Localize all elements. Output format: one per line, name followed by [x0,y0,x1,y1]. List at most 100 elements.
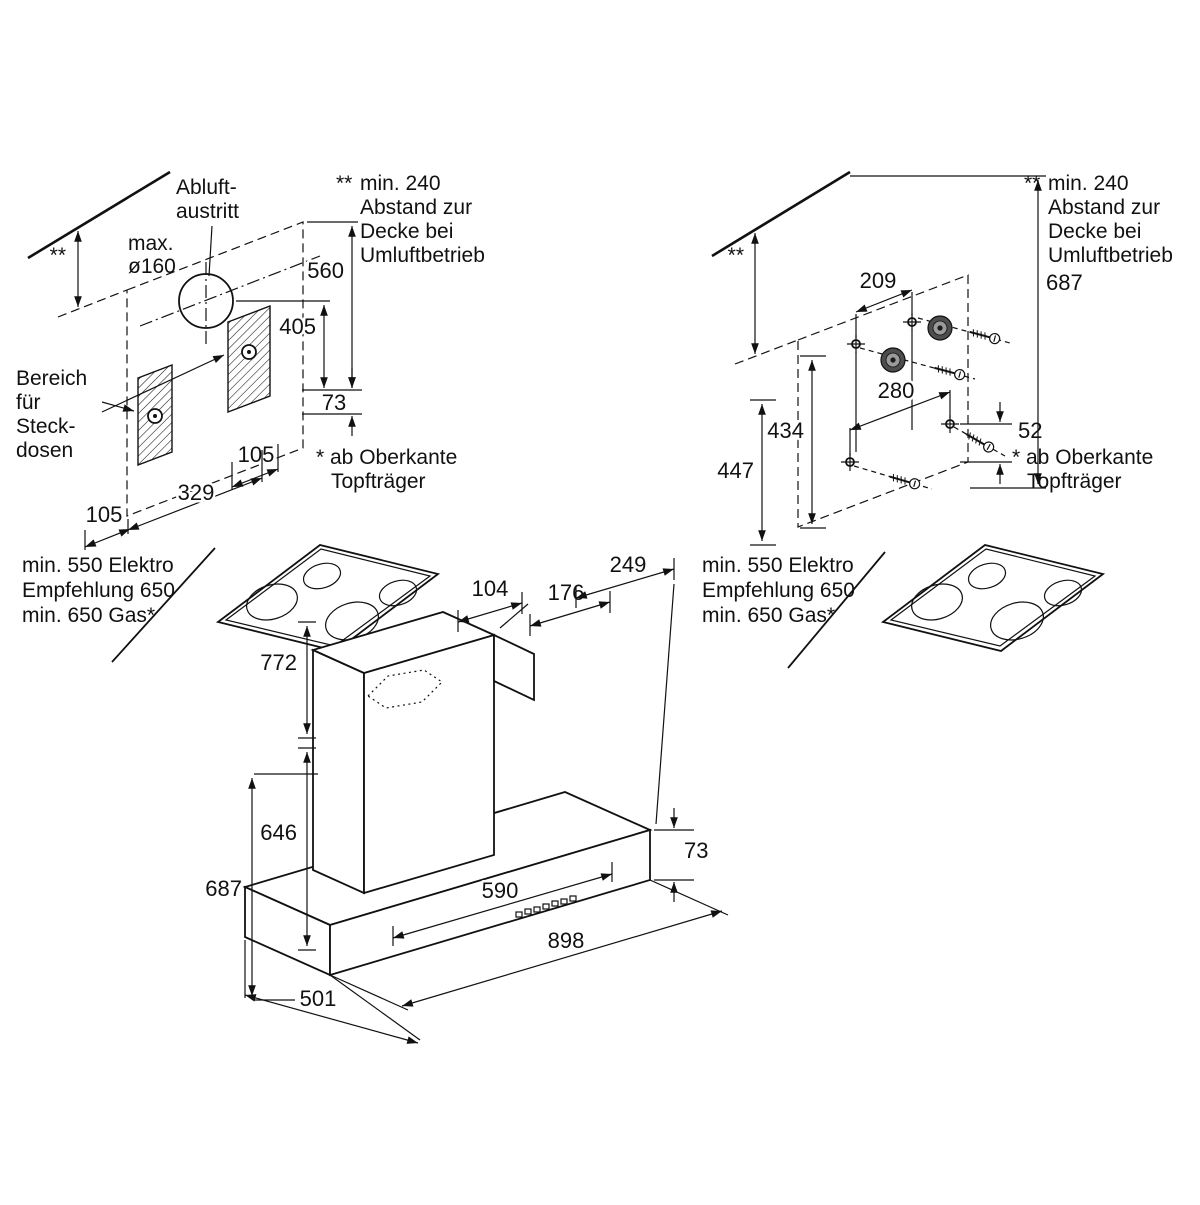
ceiling-note-line2: Abstand zur [1048,196,1160,219]
screw-axis [917,317,1011,344]
burner [302,562,342,590]
dimension-105-left: 105 [83,500,131,550]
ceiling-note-line4: Umluftbetrieb [360,244,485,267]
right-installation-view: ** [702,170,1173,669]
air-outlet-cutout [367,669,443,709]
mounting-screw [967,326,1002,346]
cooktop-outline [215,544,441,652]
dimension-646: 646 [258,747,316,951]
wall-bottom-line [111,547,216,663]
dim-176-label: 176 [548,580,585,605]
clearance-note-line2: Empfehlung 650 [22,579,175,602]
dimension-687-wall: 687 [850,175,1085,489]
dimension-590: 590 [392,862,613,946]
burner [967,562,1007,590]
dim-249-label: 249 [610,552,647,577]
chimney-top-face [310,611,497,674]
oberkante-note-line1: * ab Oberkante [316,446,457,469]
ceiling-note-marker: ** [336,172,352,195]
wall-mounting-template [126,221,304,517]
ceiling-note-right: ** min. 240 Abstand zur Decke bei Umluft… [1024,172,1173,267]
cooktop-inner-outline [889,548,1097,647]
socket-label-line2: für [16,391,41,414]
dimension-898: 898 [329,879,729,1011]
clearance-note-line1: min. 550 Elektro [22,554,174,577]
outlet-leader-line [208,225,213,277]
dimension-501: 501 [244,940,421,1044]
ceiling-note-marker: ** [1024,172,1040,195]
dimension-687-product: 687 [203,773,318,1001]
oberkante-note-line2: Topfträger [1027,470,1122,493]
dim-434-label: 434 [767,418,804,443]
ceiling-line [27,170,171,260]
dimension-73: 73 [302,368,362,436]
outlet-label-line1: Abluft- [176,176,237,199]
ceiling-note-line2: Abstand zur [360,196,472,219]
oberkante-note-right: * ab Oberkante Topfträger [1012,446,1153,493]
wall-marker-label: ** [728,244,744,267]
socket-label-line4: dosen [16,439,73,462]
mounting-screw [932,362,967,382]
socket-area-left-rect [137,363,173,467]
dim-772-label: 772 [260,650,297,675]
dim-209-label: 209 [860,268,897,293]
product-dimension-view: 104 176 249 772 646 [203,550,729,1044]
dim-105-right-label: 105 [238,442,275,467]
dim-329-label: 329 [178,480,215,505]
oberkante-note-line1: * ab Oberkante [1012,446,1153,469]
socket-area-right-rect [227,304,271,414]
dimension-772: 772 [258,621,316,739]
clearance-note-line2: Empfehlung 650 [702,579,855,602]
dim-105-left-label: 105 [86,502,123,527]
left-installation-view: ** Abluft- austritt max. ø160 Bereich fü… [16,170,485,663]
clearance-note-line3: min. 650 Gas* [22,604,155,627]
chimney-front-face [363,633,495,895]
burner [1043,579,1083,607]
burner [990,601,1044,641]
dimension-447: 447 [715,399,776,546]
outlet-label-line2: austritt [176,200,239,223]
dimension-329: 329 [127,450,263,534]
dim-501-label: 501 [300,986,337,1011]
wall-marker-label: ** [50,244,66,267]
template-edge-extension [57,289,128,318]
dimension-434: 434 [765,355,826,529]
ceiling-note-line1: min. 240 [360,172,441,195]
cooktop-left [215,544,441,652]
socket-leader-2 [101,354,225,413]
clearance-note-line3: min. 650 Gas* [702,604,835,627]
cooktop-outline [880,544,1106,652]
oberkante-note-left: * ab Oberkante Topfträger [316,446,457,493]
dimension-73-canopy: 73 [654,808,711,902]
dim-560-label: 560 [307,258,344,283]
outlet-max-line1: max. [128,232,174,255]
ceiling-note-line1: min. 240 [1048,172,1129,195]
wall-plug [880,347,906,373]
socket-label-line3: Steck- [16,415,76,438]
outlet-centerline-horizontal [139,255,321,327]
burner [378,579,418,607]
ceiling-line [711,170,851,258]
dim-447-label: 447 [717,458,754,483]
dim-52-label: 52 [1018,418,1042,443]
outlet-max-line2: ø160 [128,255,176,278]
clearance-note-left: min. 550 Elektro Empfehlung 650 min. 650… [22,554,175,627]
air-outlet-circle [178,273,234,329]
dim-405-label: 405 [279,314,316,339]
dimension-280: 280 [849,376,951,456]
dim-280-label: 280 [878,378,915,403]
dimension-104: 104 [457,574,523,632]
dim-687-label: 687 [1046,270,1083,295]
ceiling-note-line3: Decke bei [1048,220,1141,243]
dimension-405: 405 [236,300,330,388]
ceiling-note-line3: Decke bei [360,220,453,243]
socket-label-line1: Bereich [16,367,87,390]
burner [246,583,298,621]
ceiling-note-left: ** min. 240 Abstand zur Decke bei Umluft… [336,172,485,267]
dim-590-label: 590 [482,878,519,903]
dim-73-canopy-label: 73 [684,838,708,863]
burner [911,583,963,621]
clearance-note-right: min. 550 Elektro Empfehlung 650 min. 650… [702,554,855,627]
mounting-screw [887,470,922,491]
